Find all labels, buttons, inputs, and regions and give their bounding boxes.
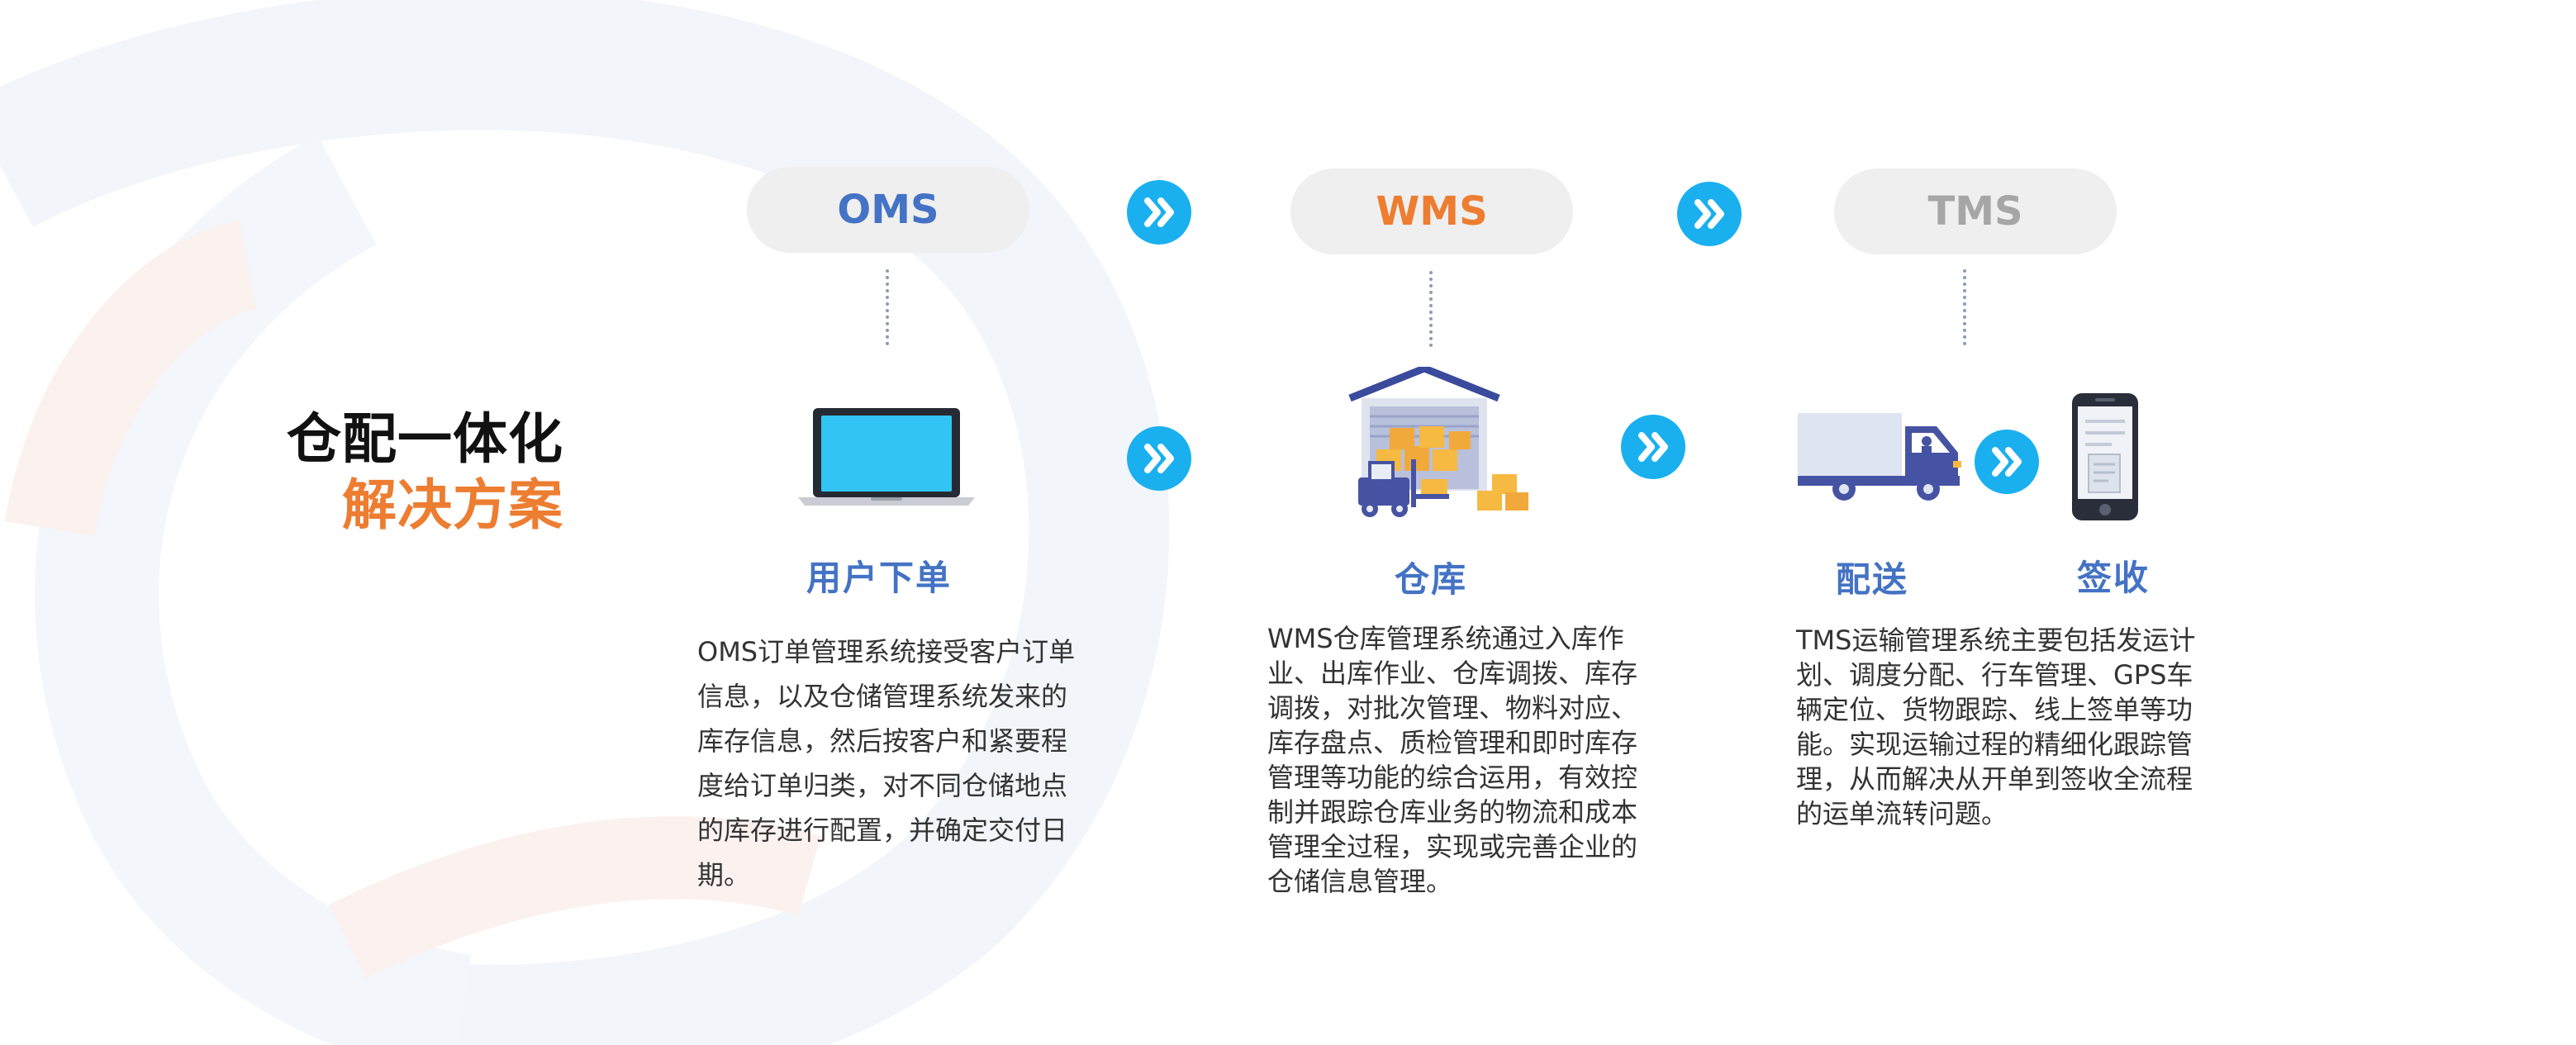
title-line-2: 解决方案	[342, 473, 563, 537]
double-chevron-right-icon	[1144, 197, 1174, 227]
description-wms: WMS仓库管理系统通过入库作业、出库作业、仓库调拨、库存调拨，对批次管理、物料对…	[1267, 623, 1638, 897]
arrow-order-to-warehouse	[1127, 426, 1191, 491]
description-oms: OMS订单管理系统接受客户订单信息，以及仓储管理系统发来的库存信息，然后按客户和…	[697, 636, 1076, 891]
connector-oms	[886, 269, 889, 345]
step-label-order: 用户下单	[806, 558, 953, 598]
description-tms: TMS运输管理系统主要包括发运计划、调度分配、行车管理、GPS车辆定位、货物跟踪…	[1796, 625, 2196, 829]
arrow-delivery-to-sign	[1975, 430, 2039, 494]
double-chevron-right-icon	[1694, 199, 1724, 229]
arrow-wms-to-tms	[1677, 182, 1742, 246]
step-label-warehouse: 仓库	[1395, 559, 1468, 600]
connector-wms	[1429, 271, 1433, 347]
warehouse-icon	[1348, 367, 1528, 517]
system-label-wms: WMS	[1376, 188, 1488, 235]
delivery-truck-icon	[1798, 413, 1961, 501]
double-chevron-right-icon	[1638, 432, 1668, 462]
system-pill-oms: OMS	[747, 167, 1029, 253]
system-label-tms: TMS	[1927, 188, 2023, 235]
arrow-oms-to-wms	[1127, 180, 1191, 245]
title-line-1: 仓配一体化	[287, 407, 563, 471]
system-pill-tms: TMS	[1834, 169, 2117, 254]
background-swirl-decoration	[0, 0, 1170, 1045]
connector-tms	[1963, 269, 1966, 345]
double-chevron-right-icon	[1992, 447, 2022, 477]
step-label-delivery: 配送	[1836, 559, 1909, 600]
arrow-warehouse-to-delivery	[1621, 415, 1685, 479]
system-label-oms: OMS	[837, 187, 939, 233]
double-chevron-right-icon	[1144, 444, 1174, 473]
step-label-sign: 签收	[2077, 558, 2151, 598]
system-pill-wms: WMS	[1290, 169, 1573, 254]
laptop-icon	[798, 408, 975, 506]
smartphone-icon	[2072, 393, 2138, 520]
